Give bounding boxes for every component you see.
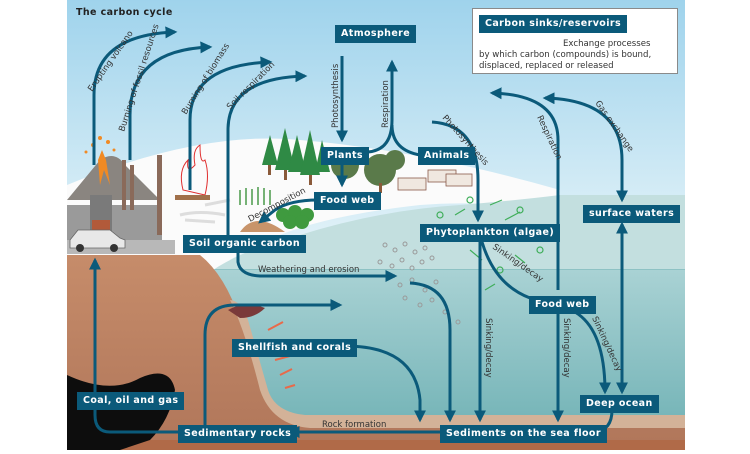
arrow-respiration-plants [367, 59, 398, 154]
label-weathering-erosion: Weathering and erosion [258, 265, 359, 275]
firewood [175, 195, 210, 200]
label-rock-formation: Rock formation [322, 420, 386, 430]
arrow-gas-exchange [542, 92, 628, 203]
reservoir-soil-organic-carbon: Soil organic carbon [183, 235, 306, 253]
cattle-icon [397, 169, 473, 191]
diagram-title: The carbon cycle [76, 7, 173, 18]
label-photosynthesis-land: Photosynthesis [331, 63, 341, 128]
arrow-shellfish-sediments [344, 344, 426, 423]
label-respiration-land: Respiration [381, 80, 391, 128]
reservoir-animals: Animals [418, 147, 476, 165]
legend-sink-label: Carbon sinks/reservoirs [479, 15, 628, 33]
plankton-icon [436, 196, 544, 291]
legend-arrow-description: Exchange processes by which carbon (comp… [479, 39, 652, 71]
volcano [67, 156, 160, 200]
leaf-litter [240, 221, 285, 232]
arrow-fossil-formation [89, 257, 182, 434]
reservoir-deep-ocean: Deep ocean [580, 395, 659, 413]
arrow-erupting-volcano [92, 26, 178, 165]
car-icon [69, 229, 126, 252]
arrow-sedimentary-uplift [203, 299, 343, 425]
reservoir-surface-waters: surface waters [583, 205, 681, 223]
arrow-sinking-particles [409, 281, 456, 423]
arrow-phyto-foodweb [480, 241, 531, 300]
arrow-soil-respiration [226, 70, 308, 240]
reservoir-sedimentary-rocks: Sedimentary rocks [178, 425, 298, 443]
earth-crust [67, 255, 685, 450]
ocean-surface [190, 195, 685, 290]
reservoir-food-web-ocean: Food web [529, 296, 596, 314]
sediment-layer [230, 300, 685, 428]
arrow-respiration-animals [390, 124, 421, 157]
arrow-burning-biomass [188, 56, 273, 190]
fire-icon [180, 144, 208, 196]
arrow-foodweb-deep [574, 310, 611, 395]
shrubs-icon [276, 205, 314, 229]
reservoir-shellfish-corals: Shellfish and corals [232, 339, 358, 357]
lobster-icon [228, 304, 265, 318]
arrow-weathering-erosion [236, 250, 398, 282]
arrow-photosynthesis-ocean [431, 120, 484, 223]
reservoir-sediments-sea-floor: Sediments on the sea floor [440, 425, 607, 443]
reservoir-food-web-land: Food web [314, 192, 381, 210]
reservoir-coal-oil-gas: Coal, oil and gas [77, 392, 185, 410]
sediment-particles [377, 241, 461, 325]
reservoir-plants: Plants [321, 147, 369, 165]
crops-icon [239, 187, 271, 205]
bedrock [67, 440, 685, 450]
animal-skeleton-icon [179, 198, 231, 224]
label-sinking-decay-3: Sinking/decay [561, 318, 571, 378]
reservoir-phytoplankton: Phytoplankton (algae) [420, 224, 561, 242]
arrow-burning-fossil [128, 41, 213, 160]
label-sinking-decay-1: Sinking/decay [483, 318, 493, 378]
reservoir-atmosphere: Atmosphere [335, 25, 417, 43]
arrow-decomposition [258, 198, 319, 224]
legend-box: Carbon sinks/reservoirs Exchange process… [472, 8, 678, 74]
